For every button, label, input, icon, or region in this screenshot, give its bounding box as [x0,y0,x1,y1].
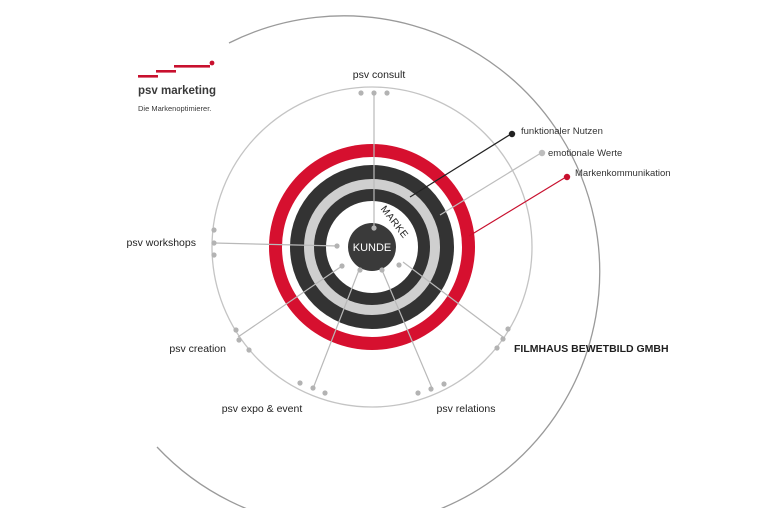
brand-name: psv marketing [138,85,216,97]
brand-tagline: Die Markenoptimierer. [138,104,211,113]
service-label-creation: psv creation [169,343,226,355]
annotation-funktionaler-nutzen: funktionaler Nutzen [521,126,603,137]
annotation-markenkommunikation: Markenkommunikation [575,168,671,179]
service-connectors [213,93,504,389]
outer-arc [156,15,601,508]
annotation-emotionale-werte: emotionale Werte [548,148,622,159]
core-circle [348,223,396,271]
connector-creation [237,265,343,338]
connector-emotionale-werte [439,152,542,216]
service-label-workshops: psv workshops [127,237,196,249]
service-label-consult: psv consult [353,69,406,81]
service-orbit-ring [211,86,533,408]
connector-markenkommunikation [468,176,567,237]
annotation-dot-funktionaler-nutzen [508,130,516,138]
partner-label: FILMHAUS BEWETBILD GMBH [514,343,669,355]
connector-expo-event [313,269,360,387]
connector-workshops [213,242,339,247]
service-dots [211,90,511,396]
service-label-relations: psv relations [437,403,496,415]
connector-relations [381,269,433,389]
connector-funktionaler-nutzen [409,133,512,198]
annotation-dot-emotionale-werte [538,149,546,157]
service-label-expo-event: psv expo & event [222,403,303,415]
brand-logo-icon [138,60,215,78]
connector-partner [402,261,504,338]
annotation-dot-markenkommunikation [563,173,571,181]
core-label-kunde: KUNDE [353,242,392,254]
